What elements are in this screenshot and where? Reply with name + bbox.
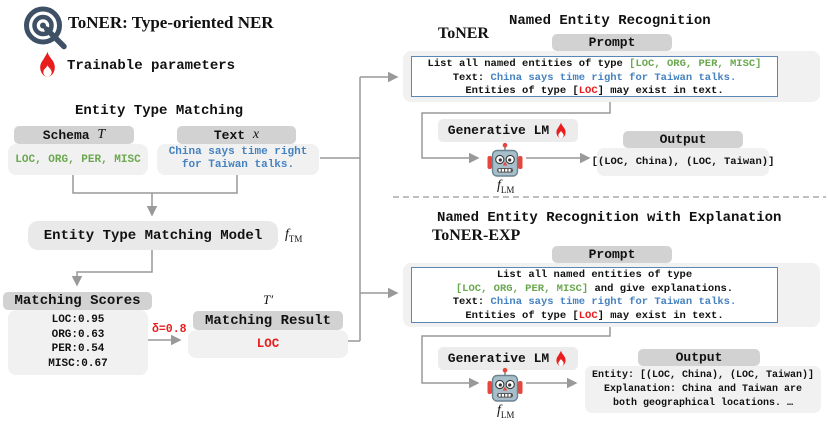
schema-header: Schema T — [14, 126, 134, 144]
toner-section-title: Named Entity Recognition — [509, 13, 711, 29]
text-var: x — [252, 127, 260, 142]
tonerexp-prompt-box: List all named entities of type [LOC, OR… — [411, 267, 778, 323]
text-line-2: for Taiwan talks. — [181, 159, 295, 171]
tonerexp-output-box: Entity: [(LOC, China), (LOC, Taiwan)] Ex… — [585, 366, 821, 413]
flame-icon — [40, 51, 55, 77]
toner-output-label: Output — [659, 132, 707, 147]
figure-title: ToNER: Type-oriented NER — [68, 13, 274, 32]
toner-glm-box: Generative LM — [438, 119, 578, 142]
toner-prompt-line-2: Text: China says time right for Taiwan t… — [452, 71, 737, 84]
schema-types: LOC, ORG, PER, MISC — [15, 153, 141, 166]
tonerexp-output-line-1: Entity: [(LOC, China), (LOC, Taiwan)] — [591, 370, 815, 381]
toner-output-header: Output — [623, 131, 743, 148]
tonerexp-glm-label: Generative LM — [447, 351, 550, 366]
schema-label: Schema — [42, 127, 90, 143]
text-label: Text — [213, 127, 246, 143]
score-org: ORG:0.63 — [51, 328, 105, 341]
ftm-label: fTM — [285, 227, 303, 244]
text-content-box: China says time right for Taiwan talks. — [157, 144, 319, 175]
matching-scores-header: Matching Scores — [3, 292, 152, 310]
score-loc: LOC:0.95 — [51, 314, 105, 326]
toner-prompt-box: List all named entities of type [LOC, OR… — [411, 56, 778, 97]
toner-output-text: [(LOC, China), (LOC, Taiwan)] — [591, 156, 775, 168]
trainable-label: Trainable parameters — [67, 58, 236, 74]
tonerexp-output-label: Output — [675, 350, 723, 365]
tonerexp-output-line-2: Explanation: China and Taiwan are — [603, 384, 803, 395]
tonerexp-section-title: Named Entity Recognition with Explanatio… — [437, 210, 782, 226]
tonerexp-glm-box: Generative LM — [438, 347, 578, 370]
matching-result-box: LOC — [188, 330, 348, 358]
threshold-label: δ=0.8 — [152, 323, 187, 336]
schema-var: T — [97, 127, 106, 142]
flame-icon — [556, 350, 566, 367]
tonerexp-prompt-line-1: List all named entities of type — [496, 269, 693, 281]
toner-glm-label: Generative LM — [447, 123, 550, 138]
tonerexp-prompt-line-2: [LOC, ORG, PER, MISC] and give explanati… — [455, 282, 734, 295]
toner-output-box: [(LOC, China), (LOC, Taiwan)] — [592, 148, 774, 176]
target-dart-icon — [24, 6, 67, 50]
toner-flm-label: fLM — [497, 178, 515, 195]
tonerexp-prompt-header: Prompt — [552, 246, 672, 263]
toner-prompt-line-1: List all named entities of type [LOC, OR… — [427, 58, 762, 70]
tonerexp-prompt-line-3: Text: China says time right for Taiwan t… — [452, 296, 737, 308]
tonerexp-name: ToNER-EXP — [432, 227, 521, 244]
tonerexp-output-header: Output — [638, 349, 760, 366]
score-per: PER:0.54 — [51, 343, 105, 355]
robot-icon — [487, 367, 523, 402]
text-line-1: China says time right — [168, 146, 308, 158]
toner-prompt-header: Prompt — [552, 34, 672, 51]
matching-model-label: Entity Type Matching Model — [43, 227, 263, 244]
tonerexp-flm-label: fLM — [497, 403, 515, 420]
matching-scores-box: LOC:0.95 ORG:0.63 PER:0.54 MISC:0.67 — [8, 310, 148, 375]
tonerexp-prompt-label: Prompt — [588, 247, 636, 262]
robot-icon — [487, 142, 523, 177]
tonerexp-output-line-3: both geographical locations. … — [612, 398, 794, 409]
toner-prompt-line-3: Entities of type [LOC] may exist in text… — [465, 85, 724, 97]
matching-heading: Entity Type Matching — [75, 103, 244, 119]
toner-name: ToNER — [438, 25, 489, 42]
matching-result-header: Matching Result — [193, 311, 343, 330]
matching-result-value: LOC — [256, 337, 280, 351]
text-header: Text x — [177, 126, 296, 144]
matching-result-label: Matching Result — [204, 312, 332, 329]
result-var: T′ — [263, 292, 274, 307]
flame-icon — [556, 122, 566, 139]
schema-content-box: LOC, ORG, PER, MISC — [8, 144, 148, 175]
toner-prompt-label: Prompt — [588, 35, 636, 50]
score-misc: MISC:0.67 — [48, 357, 108, 370]
matching-model-box: Entity Type Matching Model — [28, 221, 278, 250]
tonerexp-prompt-line-4: Entities of type [LOC] may exist in text… — [465, 309, 724, 322]
matching-scores-label: Matching Scores — [14, 293, 141, 309]
